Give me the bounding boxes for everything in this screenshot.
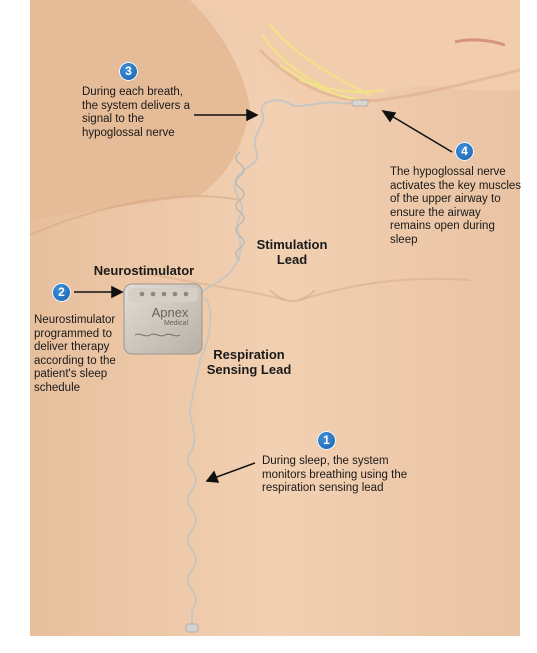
respiration-sensor: [185, 623, 199, 633]
nerve-cuff: [351, 99, 369, 107]
respiration-lead-label: Respiration Sensing Lead: [206, 347, 292, 377]
step-4-badge: 4: [455, 142, 474, 161]
step-3-text: During each breath, the system delivers …: [82, 86, 191, 139]
neurostimulator-title: Neurostimulator: [93, 263, 195, 278]
step-1-text: During sleep, the system monitors breath…: [262, 455, 408, 494]
callout-arrows: [74, 108, 453, 483]
stimulation-lead: [186, 99, 361, 299]
stimulation-lead-label: Stimulation Lead: [256, 237, 328, 267]
step-3-badge: 3: [119, 62, 138, 81]
respiration-lead: [187, 297, 212, 628]
step-2-badge: 2: [52, 283, 71, 302]
neck-shadow: [30, 0, 250, 220]
device-brand-label: Apnex: [151, 305, 189, 320]
step-1-badge: 1: [317, 431, 336, 450]
step-2-text: Neurostimulator programmed to deliver th…: [34, 314, 116, 394]
neurostimulator-device: [123, 283, 203, 355]
hypoglossal-nerve: [260, 24, 386, 102]
device-sub-brand-label: Medical: [163, 320, 189, 327]
step-4-text: The hypoglossal nerve activates the key …: [390, 166, 522, 246]
